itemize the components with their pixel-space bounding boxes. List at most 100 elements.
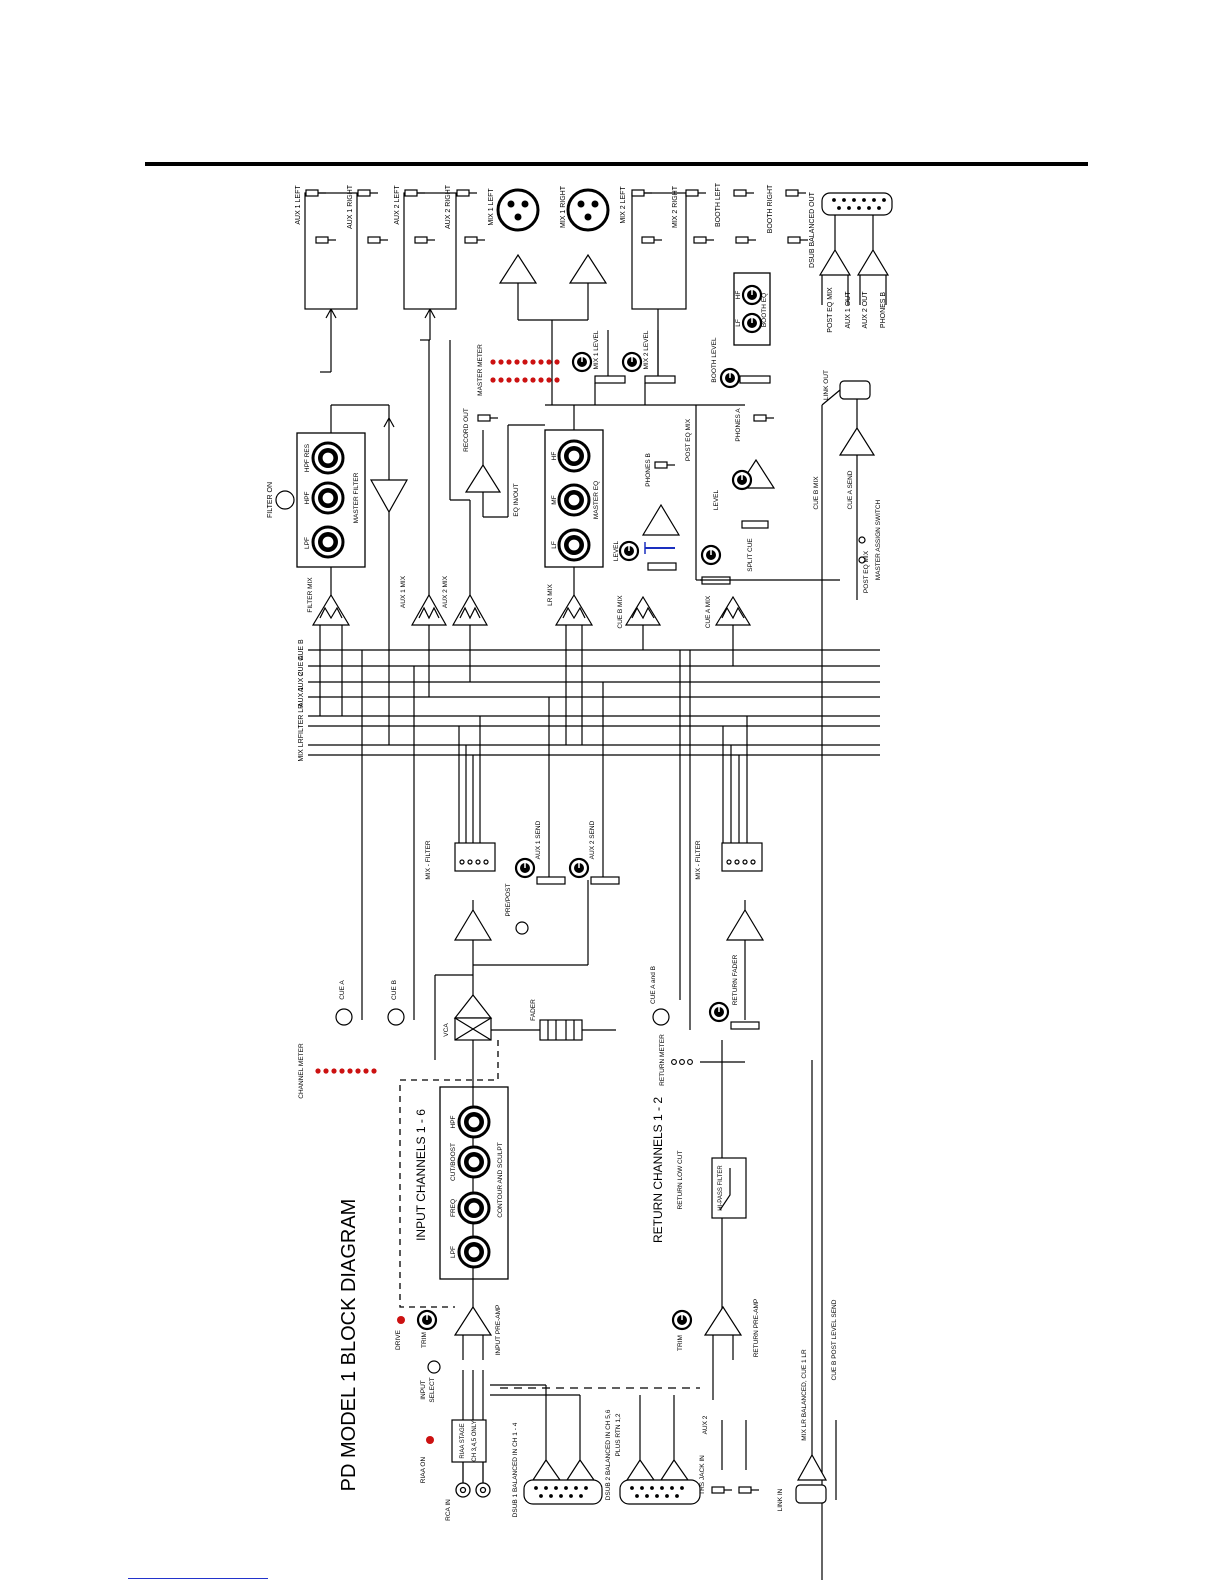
label-booth-left: BOOTH LEFT [715, 182, 722, 227]
output-labels: AUX 1 LEFT AUX 1 RIGHT AUX 2 LEFT AUX 2 … [295, 182, 816, 268]
label-mix1-right: MIX 1 RIGHT [560, 185, 567, 228]
lr-mix-label: LR MIX [547, 584, 554, 606]
phones-b-level-label: LEVEL [613, 541, 620, 562]
master-eq-label: MASTER EQ [593, 481, 600, 519]
filter-mix-summer [311, 567, 351, 716]
post-eq-mix-label: POST EQ MIX [685, 418, 692, 461]
split-cue-label: SPLIT CUE [747, 538, 754, 572]
input-preamp-label: INPUT PRE-AMP [495, 1305, 502, 1356]
return-fader-label: RETURN FADER [732, 954, 739, 1005]
header-rule [145, 162, 1088, 166]
aux1-output-block [304, 192, 358, 373]
vca-label: VCA [443, 1023, 450, 1037]
booth-eq-knob-labels: LF HF [735, 291, 742, 327]
input-mix-filter-label: MIX - FILTER [425, 840, 432, 880]
cue-b-mix-summer [624, 595, 662, 650]
riaa-stage-label-1: RIAA STAGE [460, 1423, 466, 1458]
bus-label-mix-lr: MIX LR [298, 738, 305, 761]
return-meter-leds [671, 1059, 693, 1065]
master-eq-lf-label: LF [551, 541, 558, 549]
cue-a-and-b-switch [652, 1008, 670, 1026]
phones-a-label: PHONES A [735, 408, 742, 442]
return-channels-heading: RETURN CHANNELS 1 - 2 [651, 1097, 665, 1243]
input-post-fader-amp [453, 908, 493, 941]
bus-labels: CUE B CUE A AUX 2 AUX 1 FILTER LR MIX LR [298, 639, 305, 762]
hi-pass-filter-box [711, 1157, 747, 1219]
input-select-label-2: SELECT [429, 1377, 436, 1402]
input-eq-panel [439, 1086, 509, 1280]
input-eq-lpf-label: LPF [450, 1246, 457, 1258]
label-aux2-left: AUX 2 LEFT [394, 185, 401, 225]
aux2-mix-label: AUX 2 MIX [442, 575, 449, 608]
bus-label-aux-2: AUX 2 [298, 672, 305, 692]
input-preamp [453, 1290, 493, 1360]
bus-label-cue-b: CUE B [298, 639, 305, 661]
aux-send-pots [536, 876, 620, 885]
post-eq-mix-switch-label: POST EQ MIX [863, 550, 870, 593]
master-assign-switch-label: MASTER ASSIGN SWITCH [875, 499, 882, 580]
phones-b-path [641, 461, 681, 571]
channel-meter-label: CHANNEL METER [298, 1043, 305, 1099]
booth-level-label: BOOTH LEVEL [711, 337, 718, 383]
output-jacks [305, 189, 809, 244]
label-dsub-balanced-out: DSUB BALANCED OUT [809, 191, 816, 268]
aux1-send-label: AUX 1 SEND [535, 820, 542, 859]
master-eq-knob-labels: LF MF HF [551, 452, 558, 549]
channel-meter-leds [315, 1068, 377, 1074]
drive-label: DRIVE [395, 1329, 402, 1350]
label-mix2-left: MIX 2 LEFT [620, 186, 627, 224]
label-aux2-right: AUX 2 RIGHT [445, 184, 452, 229]
pre-post-label: PRE/POST [505, 884, 512, 917]
bus-lines [308, 649, 880, 756]
label-booth-right: BOOTH RIGHT [767, 184, 774, 233]
trim-label: TRIM [421, 1332, 428, 1348]
hi-pass-filter-label: HI-PASS FILTER [718, 1165, 724, 1211]
aux1-mix-label: AUX 1 MIX [400, 575, 407, 608]
mix1-level-label: MIX 1 LEVEL [593, 330, 600, 369]
plus-rtn-label: PLUS RTN 1,2 [615, 1413, 622, 1456]
input-eq-cutboost-label: CUT/BOOST [450, 1143, 457, 1181]
input-vertical-lines [361, 650, 604, 1290]
mix-lr-balanced-label: MIX LR BALANCED, CUE 1 LR [801, 1349, 808, 1441]
bus-label-filter-lr: FILTER LR [298, 704, 305, 739]
phones-a-level-label: LEVEL [713, 490, 720, 511]
rca-in-label: RCA IN [445, 1499, 452, 1521]
cue-b-mix-label: CUE B MIX [617, 595, 624, 629]
input-select-switch [427, 1360, 441, 1374]
link-out-label: LINK OUT [823, 370, 830, 400]
cue-a-switch [335, 1008, 353, 1026]
drive-led [397, 1316, 405, 1324]
booth-eq-panel [733, 272, 771, 346]
return-fader-pot [730, 1021, 760, 1030]
cue-b-post-level-send-label: CUE B POST LEVEL SEND [831, 1299, 838, 1380]
label-aux1-out: AUX 1 OUT [845, 291, 852, 329]
eq-inout-label: EQ IN/OUT [513, 483, 520, 516]
bus-label-aux-1: AUX 1 [298, 687, 305, 707]
mix1-balanced-drivers [498, 253, 608, 405]
input-eq-freq-label: FREQ [450, 1199, 457, 1217]
xlr-mix1-right [566, 188, 610, 232]
aux-mix-summers [410, 340, 489, 697]
label-post-eq-mix-out: POST EQ MIX [827, 287, 834, 333]
link-out-path [700, 380, 876, 1580]
filter-on-label: FILTER ON [267, 482, 274, 518]
aux2-input-label: AUX 2 [702, 1415, 709, 1434]
return-preamp [703, 1305, 743, 1400]
master-filter-lpf-label: LPF [304, 537, 311, 549]
riaa-on-label: RIAA ON [420, 1457, 427, 1484]
input-mix-filter-switch [454, 842, 496, 872]
dsub1-label: DSUB 1 BALANCED IN CH 1 - 4 [512, 1422, 519, 1517]
cue-a-and-b-label: CUE A and B [650, 966, 657, 1004]
dsub1-input [523, 1458, 603, 1505]
footer-link-line [128, 1578, 268, 1579]
return-post-fader-amp [725, 908, 765, 941]
link-in-connector [795, 1060, 837, 1504]
label-aux1-left: AUX 1 LEFT [295, 185, 302, 225]
trs-jack-inputs [711, 1420, 760, 1494]
cue-b-mix-master-label: CUE B MIX [813, 476, 820, 510]
label-mix1-left: MIX 1 LEFT [488, 188, 495, 226]
aux2-output-block [403, 192, 457, 341]
dsub-out-labels: POST EQ MIX AUX 1 OUT AUX 2 OUT PHONES B [827, 287, 887, 333]
label-aux1-right: AUX 1 RIGHT [347, 184, 354, 229]
cue-a-label: CUE A [339, 980, 346, 1000]
